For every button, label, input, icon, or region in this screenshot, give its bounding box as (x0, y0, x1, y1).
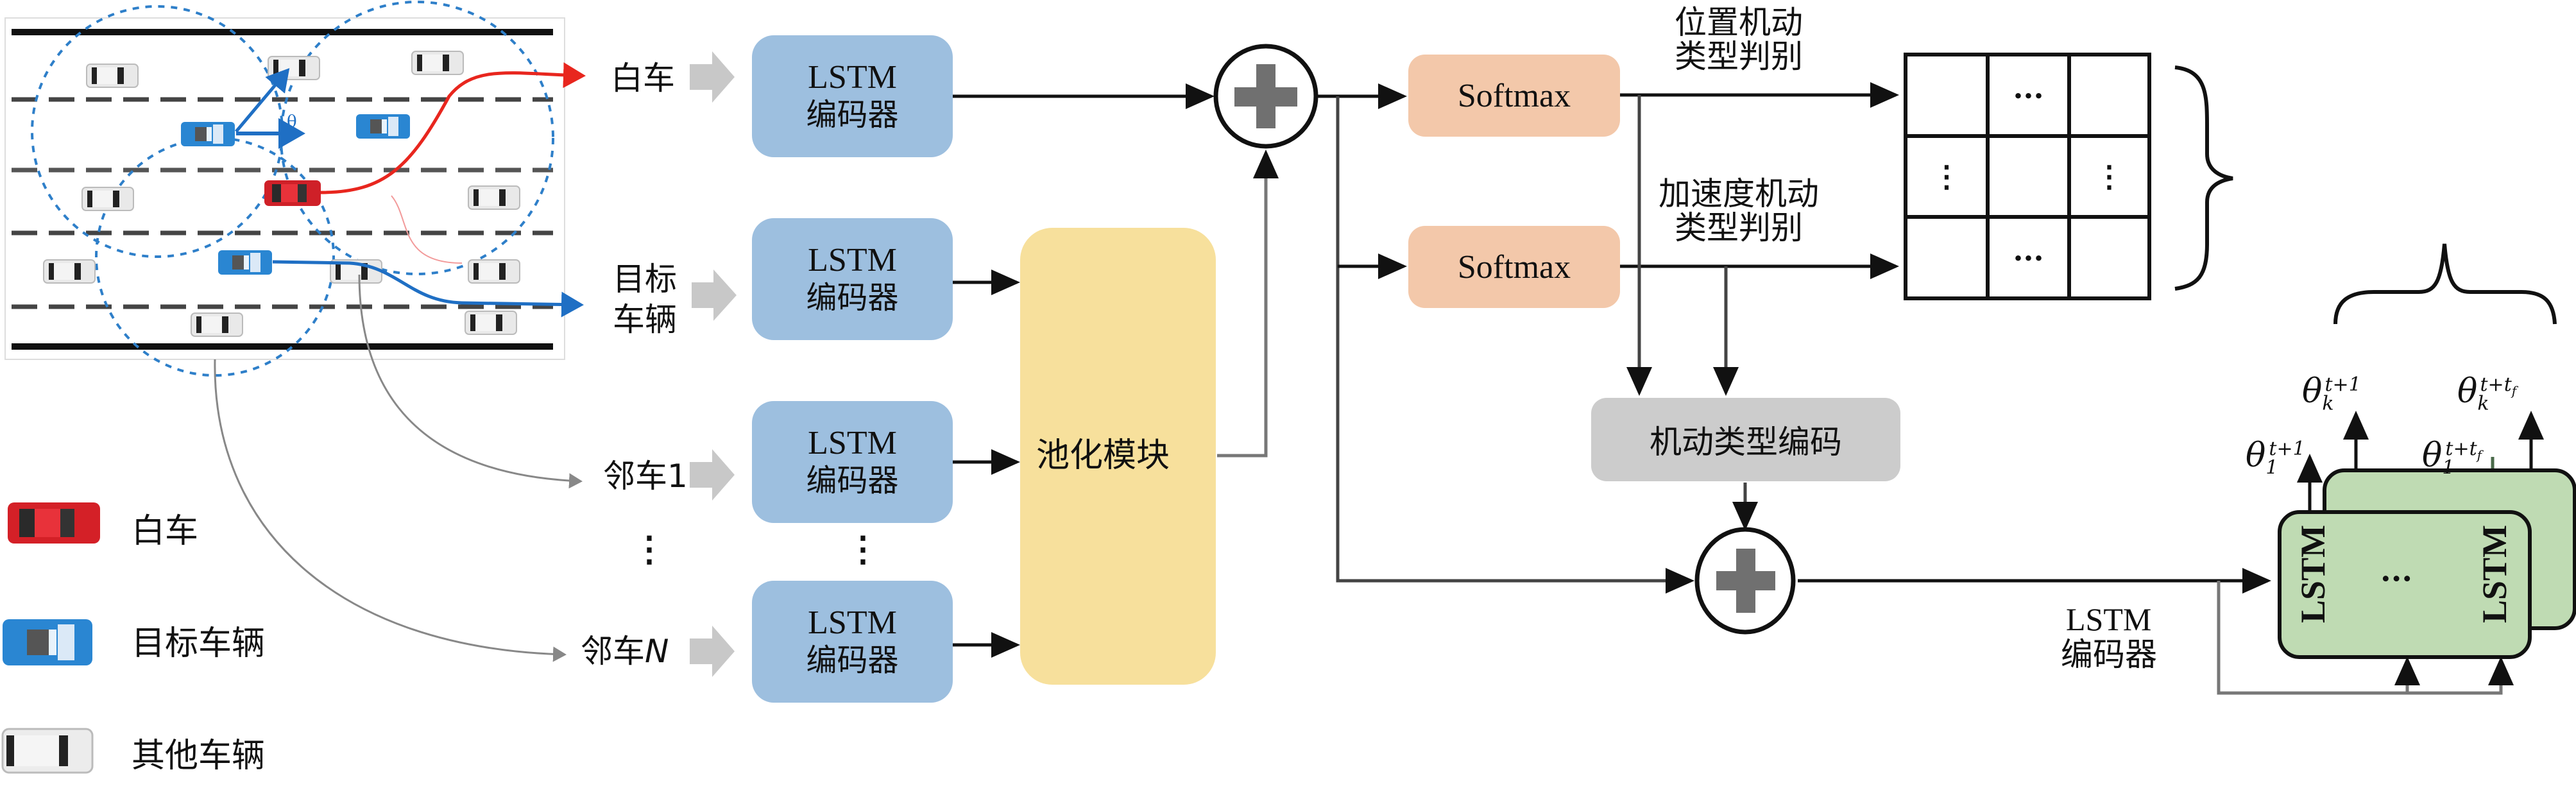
position-caption-line1: 位置机动 (1675, 4, 1803, 41)
other-car-icon (411, 51, 464, 75)
softmax-position: Softmax (1408, 55, 1620, 137)
other-car-icon (191, 313, 243, 337)
input-label-neighbor-1: 邻车1 (603, 458, 688, 495)
right-brace (2174, 65, 2233, 291)
target-car-icon (3, 619, 92, 665)
output-theta-1-t1: θ1t+1 (2246, 436, 2305, 479)
encoder-title: LSTM (808, 425, 897, 461)
grid-cell-ellipsis: ⋮ (2094, 159, 2124, 194)
input-arrow-icon (692, 270, 737, 321)
lstm-encoder-neighbor-n: LSTM 编码器 (752, 581, 953, 703)
maneuver-grid (1904, 53, 2151, 300)
interaction-range-circle (95, 137, 335, 377)
encoder-title: LSTM (808, 59, 897, 96)
decoder-lstm-cell-first: LSTM (2294, 524, 2332, 623)
angle-symbol: θ (287, 112, 297, 132)
encoder-subtitle: 编码器 (806, 463, 899, 499)
ego-car-icon (264, 180, 321, 206)
other-car-icon (81, 187, 134, 211)
input-label-neighbor-n: 邻车N (581, 632, 669, 671)
output-theta-k-t1: θkt+1 (2302, 372, 2361, 415)
lstm-encoder-ego: LSTM 编码器 (752, 35, 953, 157)
position-caption-line2: 类型判别 (1675, 38, 1803, 75)
ego-trajectory-alt (391, 195, 463, 264)
other-car-icon (43, 259, 96, 284)
target-car-icon (181, 122, 235, 146)
maneuver-encoding: 机动类型编码 (1591, 398, 1900, 481)
encoder-subtitle: 编码器 (806, 642, 899, 678)
lstm-encoder-neighbor-1: LSTM 编码器 (752, 401, 953, 523)
neighbor-link (214, 359, 567, 662)
neighbor-n-prefix: 邻车 (581, 633, 645, 670)
ego-trajectory (320, 62, 586, 194)
legend-label-ego: 白车 (132, 512, 199, 551)
road-scene: θ (4, 1, 586, 662)
legend-label-target: 目标车辆 (132, 624, 266, 663)
softmax-acceleration: Softmax (1408, 226, 1620, 308)
input-label-ego: 白车 (611, 60, 675, 97)
pooling-module (1020, 228, 1216, 685)
sum-node-2 (1694, 527, 1796, 635)
other-car-icon (465, 311, 517, 335)
other-car-icon (268, 56, 320, 80)
decoder-caption-line2: 编码器 (2061, 636, 2157, 673)
grid-cell-ellipsis: ··· (2013, 78, 2044, 113)
relative-vector (235, 68, 290, 133)
encoder-subtitle: 编码器 (806, 97, 899, 133)
input-arrow-icon (690, 449, 735, 501)
ellipsis-encoders: ⋮ (846, 528, 880, 569)
other-car-icon (1, 728, 94, 774)
lstm-encoder-target: LSTM 编码器 (752, 218, 953, 340)
pooling-label: 池化模块 (1036, 436, 1170, 475)
decoder-lstm-cell-last: LSTM (2475, 524, 2514, 623)
output-theta-1-tf: θ1t+tf (2422, 436, 2482, 479)
other-car-icon (86, 64, 139, 88)
grid-cell-ellipsis: ⋮ (1932, 159, 1961, 194)
ego-car-icon (8, 502, 100, 544)
input-arrows (690, 51, 737, 677)
sum-node-1 (1213, 44, 1318, 149)
top-brace (2333, 243, 2557, 325)
input-label-target-line2: 车辆 (613, 301, 677, 338)
target-car-icon (356, 114, 410, 139)
encoder-title: LSTM (808, 242, 897, 278)
acceleration-caption-line1: 加速度机动 (1659, 175, 1819, 212)
decoder-ellipsis: ··· (2380, 561, 2413, 597)
target-trajectory (272, 260, 584, 318)
encoder-title: LSTM (808, 604, 897, 641)
other-car-icon (468, 185, 520, 210)
encoder-subtitle: 编码器 (806, 280, 899, 316)
acceleration-caption-line2: 类型判别 (1675, 209, 1803, 246)
input-arrow-icon (690, 51, 735, 103)
decoder-caption-line1: LSTM (2066, 601, 2152, 637)
target-car-icon (218, 250, 272, 275)
output-theta-k-tf: θkt+tf (2457, 372, 2517, 415)
other-car-icon (468, 259, 520, 284)
input-arrow-icon (690, 626, 735, 677)
ellipsis-inputs: ⋮ (632, 528, 667, 569)
neighbor-link (358, 274, 583, 489)
input-label-target-line1: 目标 (613, 261, 677, 298)
legend-label-other: 其他车辆 (132, 737, 266, 775)
decoder-block-front (2278, 510, 2532, 659)
grid-cell-ellipsis: ··· (2013, 240, 2044, 275)
neighbor-n-var: N (645, 633, 669, 670)
